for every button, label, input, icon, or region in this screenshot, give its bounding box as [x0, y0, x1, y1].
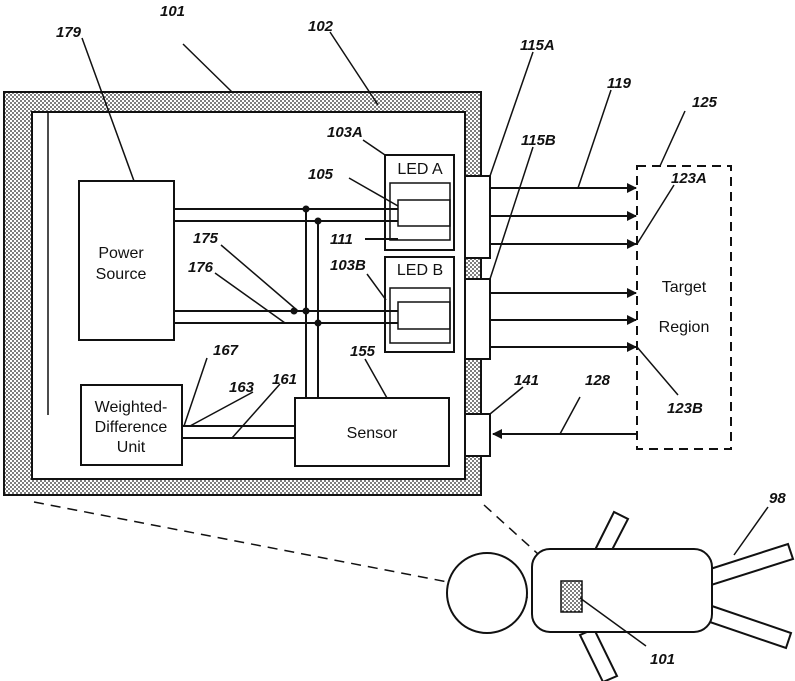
person-arm-lower [580, 629, 617, 681]
ref-103A: 103A [327, 124, 363, 141]
target-region-label-line1: Target [662, 279, 707, 296]
sensor-label: Sensor [347, 425, 398, 442]
ref-101-top: 101 [160, 3, 185, 20]
led-a-label: LED A [397, 161, 443, 178]
ref-98: 98 [769, 490, 786, 507]
ref-101-bottom: 101 [650, 651, 675, 668]
ref-115B: 115B [521, 132, 556, 149]
ref-163: 163 [229, 379, 255, 396]
junction-dot [303, 206, 310, 213]
person-leg-upper [704, 544, 793, 586]
ref-128: 128 [585, 372, 611, 389]
person-head [447, 553, 527, 633]
junction-dot [303, 308, 310, 315]
ref-103B: 103B [330, 257, 366, 274]
ref-179: 179 [56, 24, 82, 41]
ref-161: 161 [272, 371, 297, 388]
ref-105: 105 [308, 166, 334, 183]
ref-102: 102 [308, 18, 334, 35]
person-figure [447, 512, 793, 681]
ref-176: 176 [188, 259, 214, 276]
wdu-label-line1: Weighted- [95, 399, 168, 416]
ref-125: 125 [692, 94, 718, 111]
person-leg-lower [701, 604, 791, 648]
ref-123B: 123B [667, 400, 703, 417]
ref-123A: 123A [671, 170, 707, 187]
ref-155: 155 [350, 343, 376, 360]
target-region-label-line2: Region [659, 319, 710, 336]
junction-dot [315, 320, 322, 327]
led-b-label: LED B [397, 262, 443, 279]
ref-119: 119 [607, 75, 632, 92]
worn-device-101 [561, 581, 582, 612]
ref-175: 175 [193, 230, 219, 247]
window-115A [465, 176, 490, 258]
power-source-label-line2: Source [96, 266, 147, 283]
power-source-label-line1: Power [98, 245, 144, 262]
person-torso [532, 549, 712, 632]
ref-115A: 115A [520, 37, 555, 54]
wdu-label-line3: Unit [117, 439, 146, 456]
window-115B [465, 279, 490, 359]
ref-111: 111 [330, 231, 353, 248]
sensor-window-141 [465, 414, 490, 456]
ref-141: 141 [514, 372, 539, 389]
ref-167: 167 [213, 342, 239, 359]
junction-dot [315, 218, 322, 225]
wdu-label-line2: Difference [95, 419, 168, 436]
